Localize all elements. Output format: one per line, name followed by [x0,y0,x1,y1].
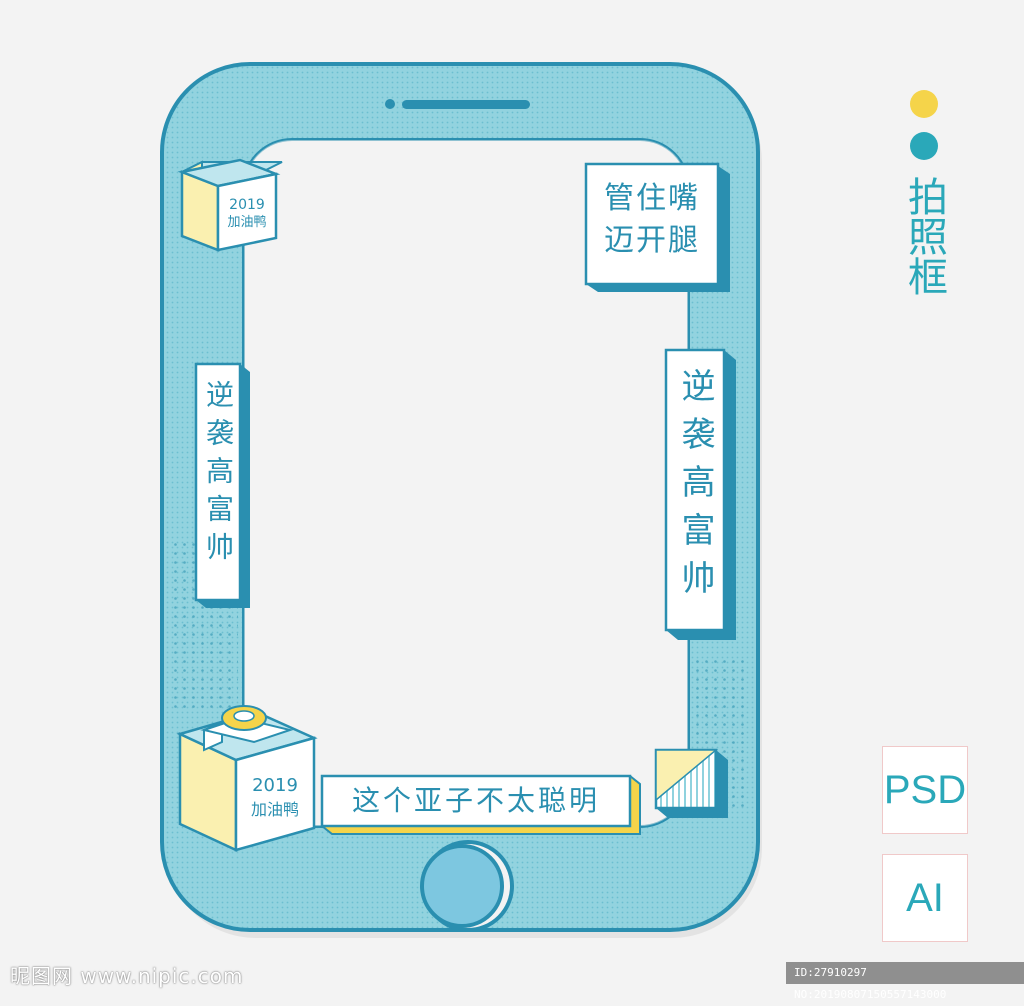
teal-dot [910,132,938,160]
side-title: 拍照框 [901,176,947,296]
speaker-slot [402,100,530,109]
cube-top-left-text: 2019 加油鸭 [214,196,280,232]
sign-top-line2: 迈开腿 [604,223,700,258]
yellow-dot [910,90,938,118]
cube-bottom-slogan: 加油鸭 [250,800,299,819]
watermark-left: 昵图网 www.nipic.com [10,964,244,988]
ai-tag: AI [882,854,968,942]
sign-left-text: 逆袭高富帅 [202,380,235,570]
cube-bottom-year: 2019 [252,775,298,796]
sign-top-right-text: 管住嘴 迈开腿 [590,178,714,262]
cube-bottom-text: 2019 加油鸭 [236,774,314,822]
cube-top-year: 2019 [229,197,265,213]
cube-bottom-left [176,705,318,852]
photo-screen [244,140,688,826]
cube-top-slogan: 加油鸭 [227,215,267,230]
camera-dot [385,99,395,109]
psd-tag: PSD [882,746,968,834]
sign-top-line1: 管住嘴 [604,181,700,216]
sign-bottom-text: 这个亚子不太聪明 [351,784,600,817]
cube-bottom-right [654,748,728,818]
sign-right-text: 逆袭高富帅 [675,368,715,608]
watermark-right: ID:27910297 NO:20190807150557143000 [786,962,1024,1001]
home-button [420,840,514,932]
cube-top-left [177,158,283,252]
